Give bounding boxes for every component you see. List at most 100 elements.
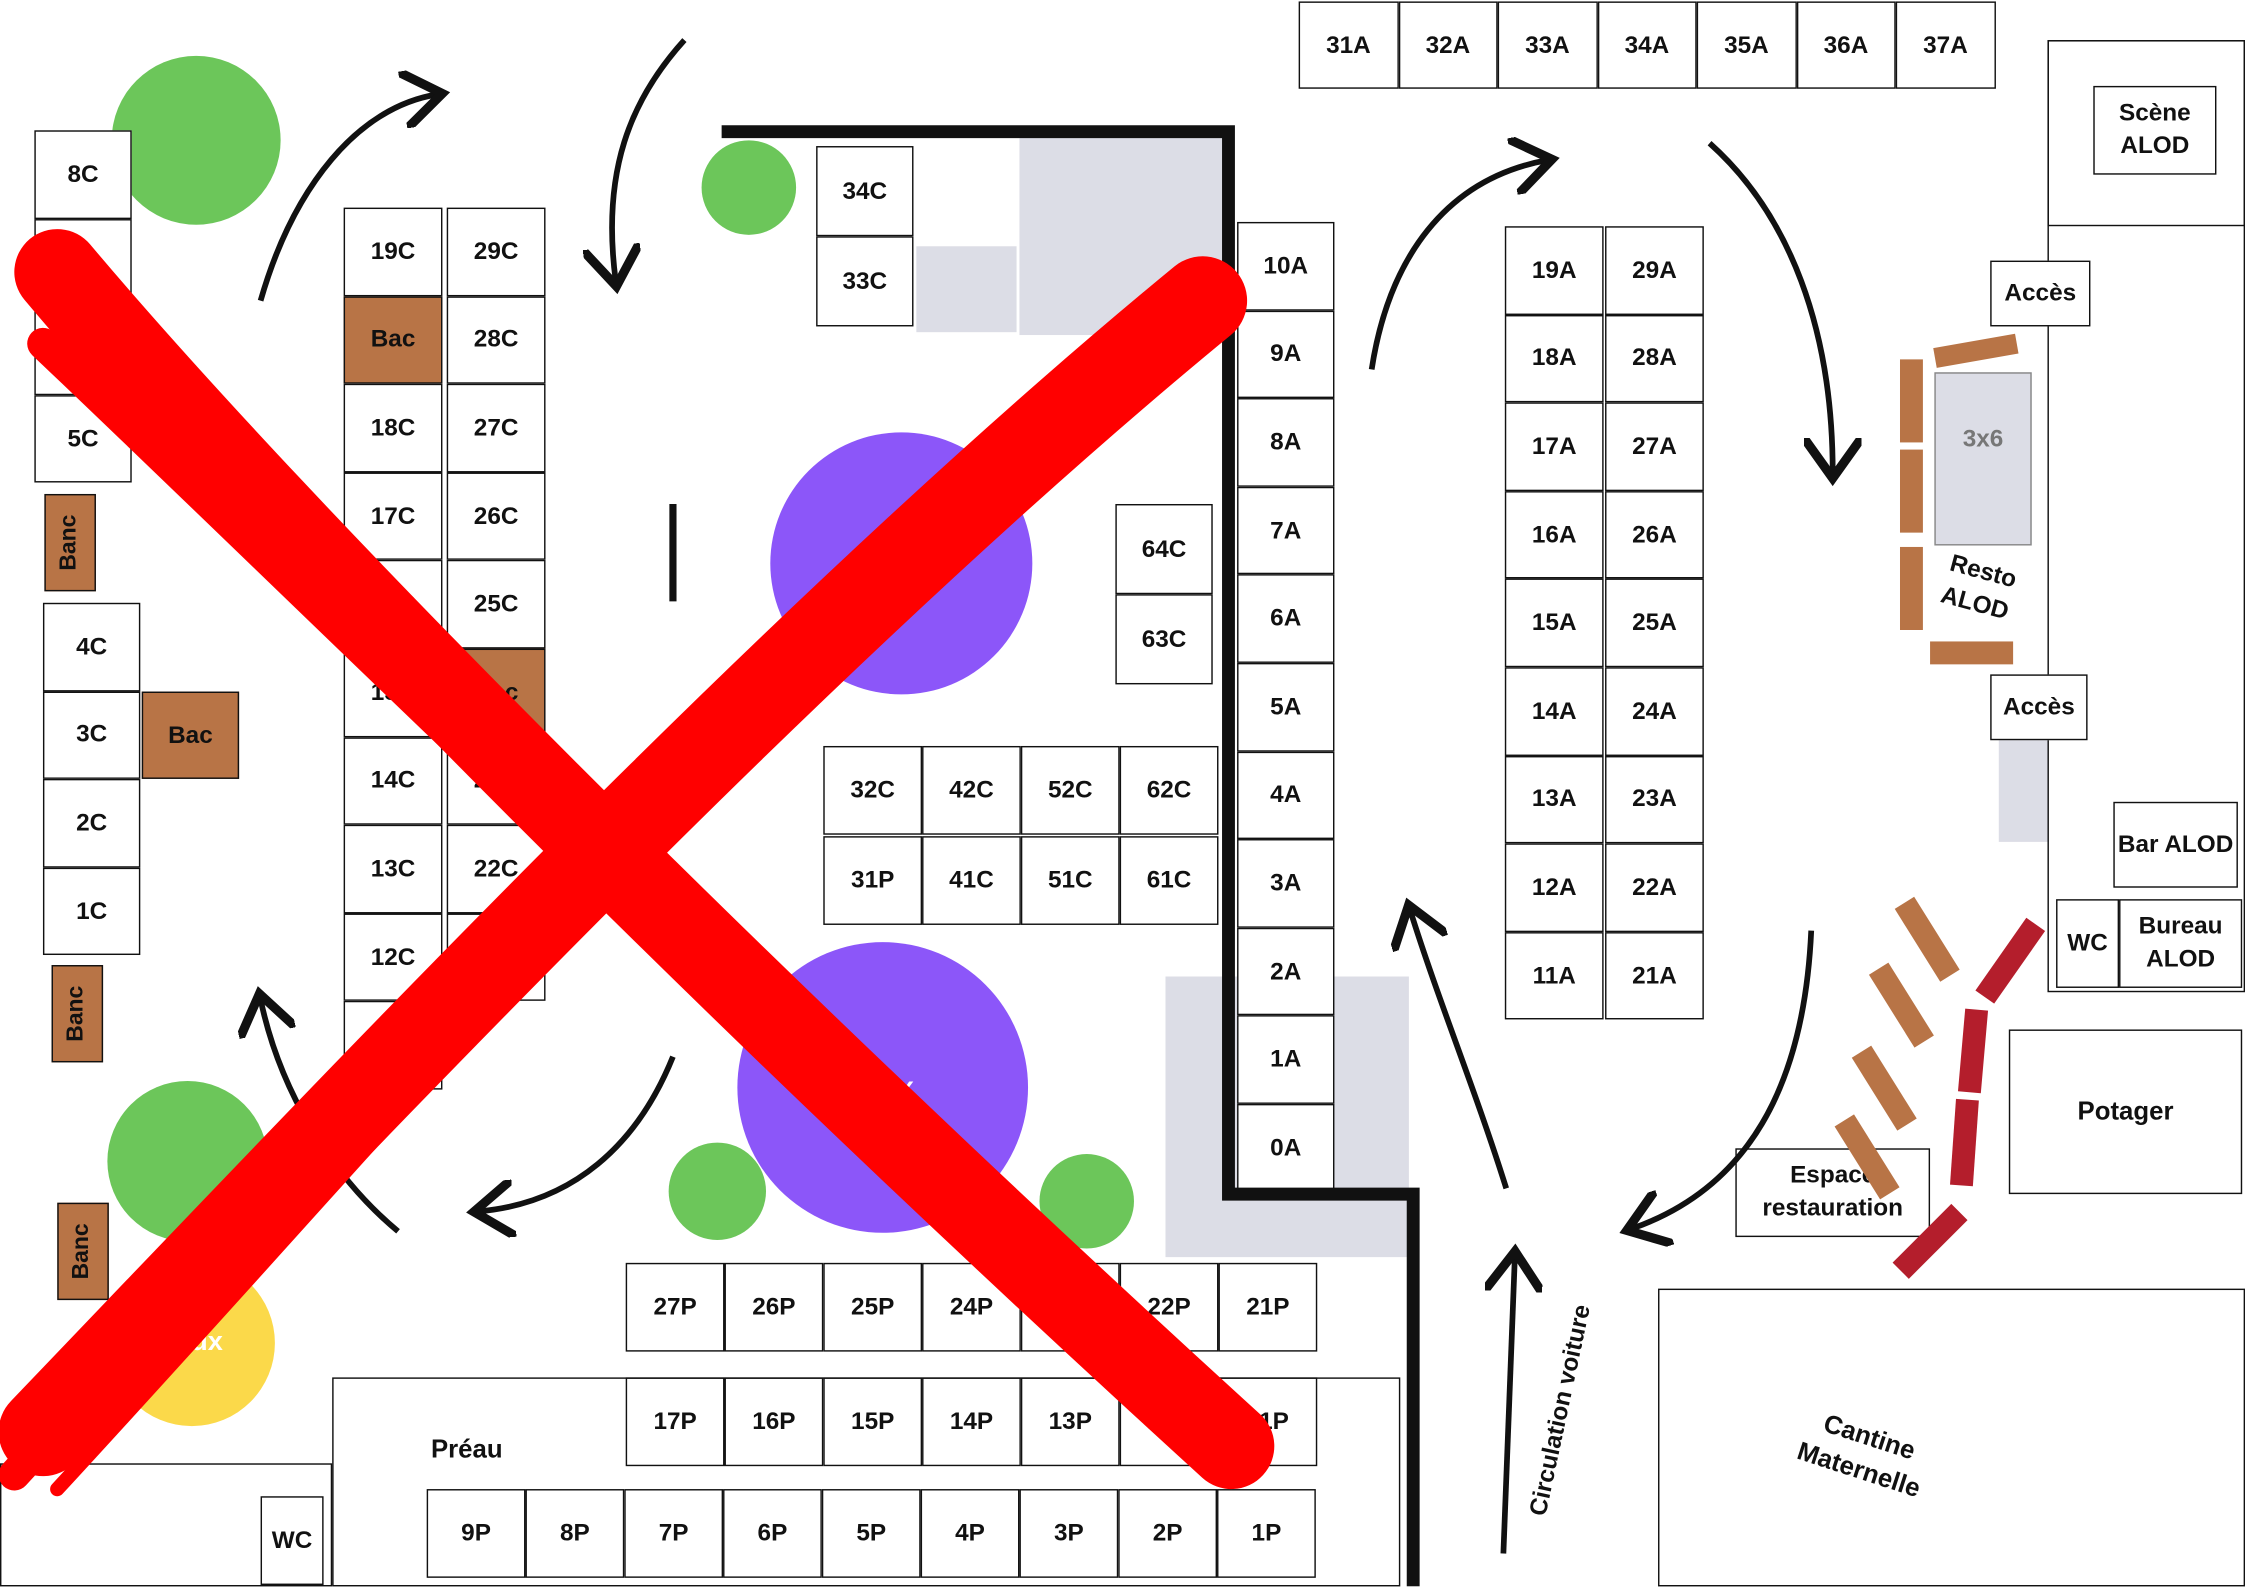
stall-16p: 16P (724, 1377, 824, 1467)
stall-2c: 2C (42, 779, 141, 868)
stall-28c: 28C (446, 295, 546, 384)
stall-63c: 63C (1115, 594, 1213, 685)
stall-13p: 13P (1020, 1377, 1120, 1467)
wc-left: WC (260, 1496, 324, 1586)
stall-5a: 5A (1237, 662, 1335, 752)
stall-15a: 15A (1504, 579, 1604, 668)
tree (668, 1142, 767, 1240)
preau-label: Préau (430, 1434, 503, 1464)
stall-4p: 4P (920, 1489, 1020, 1578)
stall-9a: 9A (1237, 310, 1335, 399)
stall-14p: 14P (922, 1377, 1021, 1467)
stall-8a: 8A (1237, 398, 1335, 487)
stall-64c: 64C (1115, 503, 1213, 595)
stall-26c: 26C (446, 472, 546, 561)
stall-14a: 14A (1504, 667, 1604, 756)
potager: Potager (2008, 1029, 2243, 1195)
preau-area (332, 1377, 1401, 1587)
arrow (612, 38, 687, 281)
stall-6a: 6A (1237, 574, 1335, 663)
stall-12a: 12A (1504, 843, 1604, 932)
stall-24a: 24A (1605, 667, 1704, 756)
scene-block (2047, 40, 2245, 227)
stall-13c: 13C (343, 824, 443, 914)
stall-31a: 31A (1298, 1, 1399, 89)
stall-26a: 26A (1605, 490, 1704, 580)
arrow (1368, 160, 1547, 370)
stall-19a: 19A (1504, 226, 1604, 315)
arrow (1632, 930, 1815, 1229)
bottom-left-building (0, 1463, 333, 1587)
stall-27c: 27C (446, 383, 546, 473)
stall-52c: 52C (1020, 745, 1120, 835)
stall-1c: 1C (42, 867, 141, 956)
stall-23a: 23A (1605, 755, 1704, 844)
stall-25p: 25P (823, 1262, 923, 1352)
gray-zone-33c (916, 246, 1017, 333)
stall-62c: 62C (1119, 745, 1219, 835)
acces-bottom[interactable]: Accès (1990, 674, 2088, 741)
stall-11a: 11A (1504, 931, 1604, 1021)
arrow (1503, 1257, 1514, 1554)
wall (721, 125, 1420, 1587)
stall-25a: 25A (1605, 579, 1704, 668)
planter-box: Bac (343, 295, 443, 384)
stall-21a: 21A (1605, 931, 1704, 1021)
bar-alod: Bar ALOD (2113, 801, 2238, 888)
stall-19c: 19C (343, 207, 443, 296)
stall-26p: 26P (724, 1262, 824, 1352)
stall-17a: 17A (1504, 402, 1604, 491)
stall-5p: 5P (821, 1489, 921, 1578)
stall-51c: 51C (1020, 836, 1120, 925)
stall-34a: 34A (1597, 1, 1697, 89)
stall-2a: 2A (1237, 927, 1335, 1016)
arrow (480, 1055, 676, 1212)
espace-restauration: Espace restauration (1735, 1148, 1931, 1238)
resto-bench (1930, 641, 2014, 665)
stall-21p: 21P (1218, 1262, 1318, 1352)
stall-41c: 41C (922, 836, 1021, 925)
stall-15p: 15P (823, 1377, 923, 1467)
acces-top[interactable]: Accès (1990, 260, 2091, 327)
stall-1a: 1A (1237, 1015, 1335, 1104)
stall-32c: 32C (823, 745, 923, 835)
stall-25c: 25C (446, 560, 546, 649)
stall-34c: 34C (816, 146, 914, 237)
stall-14c: 14C (343, 736, 443, 825)
stall-27a: 27A (1605, 402, 1704, 491)
planter-box: Bac (141, 691, 240, 779)
red-cross (0, 229, 1275, 1497)
stall-3p: 3P (1019, 1489, 1119, 1578)
stall-8c: 8C (34, 130, 132, 219)
stall-18c: 18C (343, 383, 443, 473)
stall-6p: 6P (723, 1489, 822, 1578)
stall-3c: 3C (42, 690, 141, 780)
stall-7p: 7P (624, 1489, 724, 1578)
resto-size: 3x6 (1962, 424, 2004, 452)
resto-tent (1934, 372, 2032, 546)
stall-0a: 0A (1237, 1103, 1335, 1193)
resto-bench (1899, 359, 1923, 443)
stall-32a: 32A (1398, 1, 1498, 89)
arrow (1707, 141, 1833, 472)
stall-35a: 35A (1696, 1, 1797, 89)
stall-37a: 37A (1895, 1, 1996, 89)
stall-13a: 13A (1504, 755, 1604, 844)
resto-bench (1899, 449, 1923, 533)
scene-alod: Scène ALOD (2093, 85, 2217, 175)
stall-18a: 18A (1504, 314, 1604, 403)
stall-22a: 22A (1605, 843, 1704, 932)
stall-8p: 8P (525, 1489, 625, 1578)
arrow (257, 94, 437, 302)
stall-31p: 31P (823, 836, 923, 925)
stall-28a: 28A (1605, 314, 1704, 403)
stall-33a: 33A (1497, 1, 1598, 89)
tree (701, 140, 797, 235)
stall-4a: 4A (1237, 751, 1335, 840)
tree (111, 55, 281, 225)
stall-61c: 61C (1119, 836, 1219, 925)
stall-7a: 7A (1237, 486, 1335, 575)
stall-27p: 27P (625, 1262, 725, 1352)
